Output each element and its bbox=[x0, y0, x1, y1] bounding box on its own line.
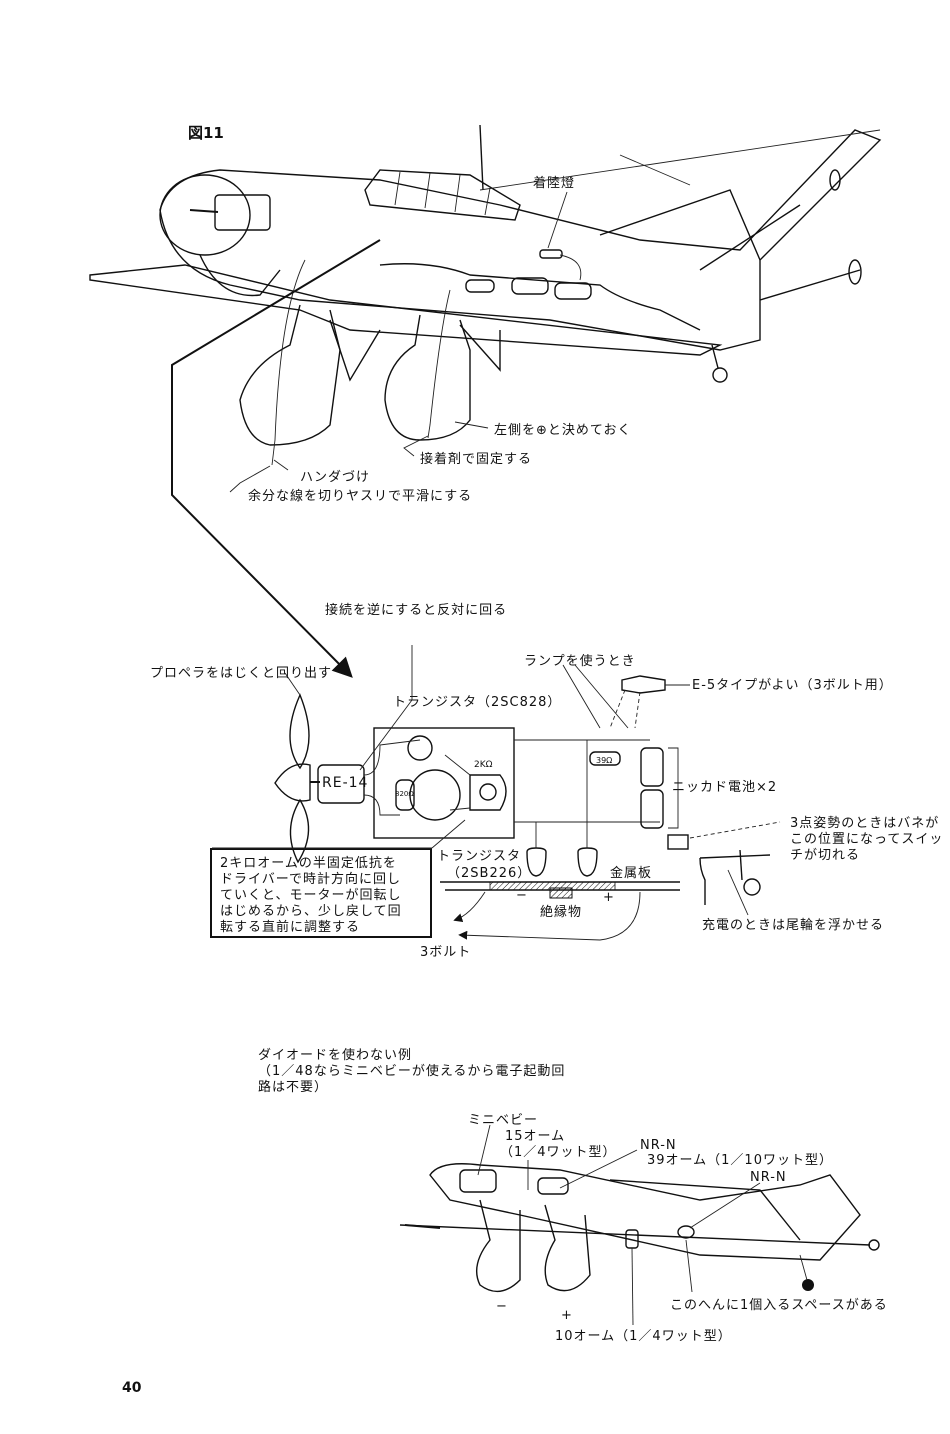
ohm15-label: 15オーム bbox=[505, 1129, 566, 1144]
figure-label: 図11 bbox=[188, 124, 224, 142]
bottom-title-line3: 路は不要） bbox=[258, 1080, 329, 1095]
landing-light-label: 着陸燈 bbox=[533, 176, 576, 191]
ohm15-watt-label: （1／4ワット型） bbox=[500, 1145, 617, 1160]
left-positive-label: 左側を⊕と決めておく bbox=[494, 423, 632, 438]
lamp-type-label: E-5タイプがよい（3ボルト用） bbox=[692, 678, 893, 693]
pot-value-label: 2KΩ bbox=[474, 760, 493, 770]
space-note: このへんに1個入るスペースがある bbox=[670, 1298, 888, 1313]
nrn-label-2: NR-N bbox=[750, 1170, 787, 1185]
charging-note: 充電のときは尾輪を浮かせる bbox=[702, 918, 885, 933]
page-number: 40 bbox=[122, 1380, 142, 1396]
metal-plate-label: 金属板 bbox=[610, 866, 653, 881]
three-volt-label: 3ボルト bbox=[420, 945, 472, 960]
ohm10-label: 10オーム（1／4ワット型） bbox=[555, 1329, 732, 1344]
bottom-minus: − bbox=[496, 1299, 508, 1314]
solder-label: ハンダづけ bbox=[300, 470, 371, 485]
lamp-use-label: ランプを使うとき bbox=[524, 654, 636, 669]
aircraft-top-drawing bbox=[89, 124, 882, 678]
plus-terminal: + bbox=[603, 890, 615, 905]
flick-propeller-note: プロペラをはじくと回り出す bbox=[150, 666, 333, 681]
transistor-pnp-label: トランジスタ bbox=[437, 849, 522, 864]
glue-fix-label: 接着剤で固定する bbox=[420, 452, 533, 467]
adjustment-note-box: 2キロオームの半固定低抗を ドライバーで時計方向に回し ていくと、モーターが回転… bbox=[210, 848, 432, 938]
battery-label: ニッカド電池×2 bbox=[672, 780, 778, 795]
aircraft-bottom-drawing bbox=[399, 1124, 880, 1326]
nrn-label-1: NR-N bbox=[640, 1138, 677, 1153]
bottom-plus: + bbox=[561, 1308, 573, 1323]
transistor-npn-label: トランジスタ（2SC828） bbox=[393, 695, 562, 710]
resistor-39-label: 39Ω bbox=[596, 756, 613, 765]
transistor-pnp-model: （2SB226） bbox=[447, 866, 532, 881]
bottom-title-line2: （1／48ならミニベビーが使えるから電子起動回 bbox=[258, 1064, 566, 1079]
ohm39-label: 39オーム（1／10ワット型） bbox=[647, 1153, 833, 1168]
switch-note: 3点姿勢のときはバネが この位置になってスイッ チが切れる bbox=[790, 816, 944, 863]
mini-baby-label: ミニベビー bbox=[468, 1113, 539, 1128]
reverse-connection-note: 接続を逆にすると反対に回る bbox=[325, 603, 508, 618]
resistor-820-label: 820Ω bbox=[395, 790, 414, 798]
trim-wire-label: 余分な線を切りヤスリで平滑にする bbox=[248, 489, 473, 504]
motor-label: RE-14 bbox=[322, 775, 369, 791]
minus-terminal: − bbox=[516, 888, 528, 903]
bottom-title-line1: ダイオードを使わない例 bbox=[258, 1048, 413, 1063]
circuit-diagram bbox=[212, 645, 781, 941]
insulator-label: 絶縁物 bbox=[540, 905, 583, 920]
